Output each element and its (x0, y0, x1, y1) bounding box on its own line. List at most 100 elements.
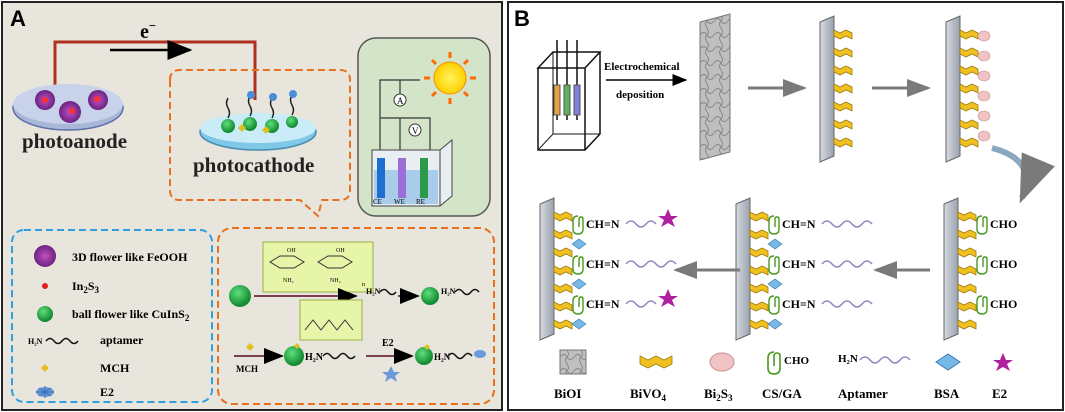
bivo4-particle (957, 265, 977, 276)
bsa-particle (571, 278, 587, 290)
e2-bound-icon (474, 350, 486, 358)
imine-label-6: CH=N (586, 297, 620, 311)
counter-electrode-label: CE (373, 198, 382, 206)
bivo4-particle (959, 29, 979, 40)
bivo4-particle (553, 211, 573, 222)
cuins2-ball-icon (229, 285, 251, 307)
bivo4-particle (959, 119, 979, 130)
feooh-flower-icon (34, 245, 56, 267)
photoanode-label: photoanode (22, 129, 127, 153)
imine-label-5: CH=N (586, 257, 620, 271)
bivo4-particle (749, 229, 769, 240)
bsa-particle (767, 238, 783, 250)
deposition-label-line2: deposition (616, 89, 664, 101)
csga-particle (572, 215, 584, 235)
panel-a-letter: A (10, 6, 26, 31)
legend-bi2s3: Bi2S3 (704, 386, 733, 403)
bivo4-electrode (819, 15, 853, 163)
cuins2-ball-icon (37, 306, 53, 322)
bi2s3-petal-icon (709, 352, 735, 372)
bivo4-particle (749, 283, 769, 294)
bivo4-particle (957, 211, 977, 222)
e2-star-icon (382, 366, 400, 382)
csga-clip-icon (767, 351, 781, 375)
bivo4-particle (833, 101, 853, 112)
e2-bound-electrode (539, 197, 587, 341)
bivo4-particle (833, 47, 853, 58)
cho-label-1: CHO (990, 217, 1017, 231)
bivo4-particle (833, 29, 853, 40)
csga-particle (768, 295, 780, 315)
functionalized-ball-1 (421, 287, 439, 305)
legend-a: 3D flower like FeOOH In2S3 ball flower l… (28, 245, 190, 399)
bivo4-particle (833, 65, 853, 76)
bsa-particle (767, 278, 783, 290)
bivo4-particle (959, 65, 979, 76)
h2n-label-3: H₂N (305, 352, 324, 363)
nh2-label-1: NH₂ (283, 278, 294, 284)
legend-feooh: 3D flower like FeOOH (72, 250, 188, 264)
bivo4-particle (749, 211, 769, 222)
in2s3-dot-icon (42, 283, 48, 289)
bi2s3-particle (977, 30, 991, 42)
csga-particle (572, 255, 584, 275)
bivo4-bi2s3-electrode (945, 15, 991, 163)
functionalized-ball-2 (284, 346, 304, 366)
aptamer-strands-middle (821, 220, 873, 308)
feooh-flower-icon (35, 90, 108, 123)
sun-icon (424, 52, 476, 104)
bivo4-particle (959, 83, 979, 94)
legend-aptamer-b: Aptamer (838, 386, 888, 401)
legend-csga-cho: CHO (784, 355, 810, 367)
bivo4-particle (553, 283, 573, 294)
bi2s3-particle (977, 130, 991, 142)
deposition-label-line1: Electrochemical (604, 61, 680, 73)
photocathode-probes (221, 90, 298, 134)
functionalized-ball-3 (415, 347, 433, 365)
bivo4-particle (553, 301, 573, 312)
bivo4-particle (553, 319, 573, 330)
csga-particle (768, 215, 780, 235)
csga-particle (976, 215, 988, 235)
legend-aptamer-prefix: H₂N (838, 353, 858, 365)
bsa-particle (571, 318, 587, 330)
chitosan-structure (262, 241, 374, 293)
h2n-label-2: H₂N (441, 287, 456, 296)
bivo4-particle (957, 319, 977, 330)
bivo4-particle (833, 119, 853, 130)
bioi-tile-icon (559, 349, 587, 375)
bi2s3-particle (977, 70, 991, 82)
curved-process-arrow (991, 145, 1055, 204)
bi2s3-particle (977, 50, 991, 62)
measurement-setup-inset: A V CE WE RE (357, 37, 491, 217)
aptamer-wave-icon (859, 356, 911, 364)
e2-star-icon (36, 386, 54, 398)
bivo4-particle (749, 247, 769, 258)
aptamer-icon: H₂N (28, 337, 79, 346)
bioi-electrode (699, 13, 731, 161)
legend-cuins2: ball flower like CuInS2 (72, 307, 190, 323)
legend-bivo4: BiVO4 (630, 386, 667, 403)
glutaraldehyde-structure (299, 299, 363, 341)
cho-label-2: CHO (990, 257, 1017, 271)
aptamer-electrode (735, 197, 783, 341)
working-electrode-label: WE (394, 198, 405, 206)
photocathode-label: photocathode (193, 153, 314, 177)
bivo4-particle (553, 247, 573, 258)
legend-box-a (11, 229, 213, 403)
bivo4-particle (749, 265, 769, 276)
mch-step-label: MCH (236, 364, 258, 374)
cho-label-3: CHO (990, 297, 1017, 311)
oh-label-2: OH (336, 248, 345, 254)
legend-aptamer: aptamer (100, 333, 144, 347)
csga-electrode (943, 197, 988, 341)
electrochemical-cell (536, 40, 602, 151)
electron-label: e− (140, 18, 156, 43)
bivo4-particle (833, 137, 853, 148)
legend-bioi: BiOI (554, 386, 581, 401)
csga-particle (768, 255, 780, 275)
bivo4-particle (959, 101, 979, 112)
bivo4-particle (553, 229, 573, 240)
bivo4-particle (749, 319, 769, 330)
e2-star-icon (658, 209, 678, 307)
